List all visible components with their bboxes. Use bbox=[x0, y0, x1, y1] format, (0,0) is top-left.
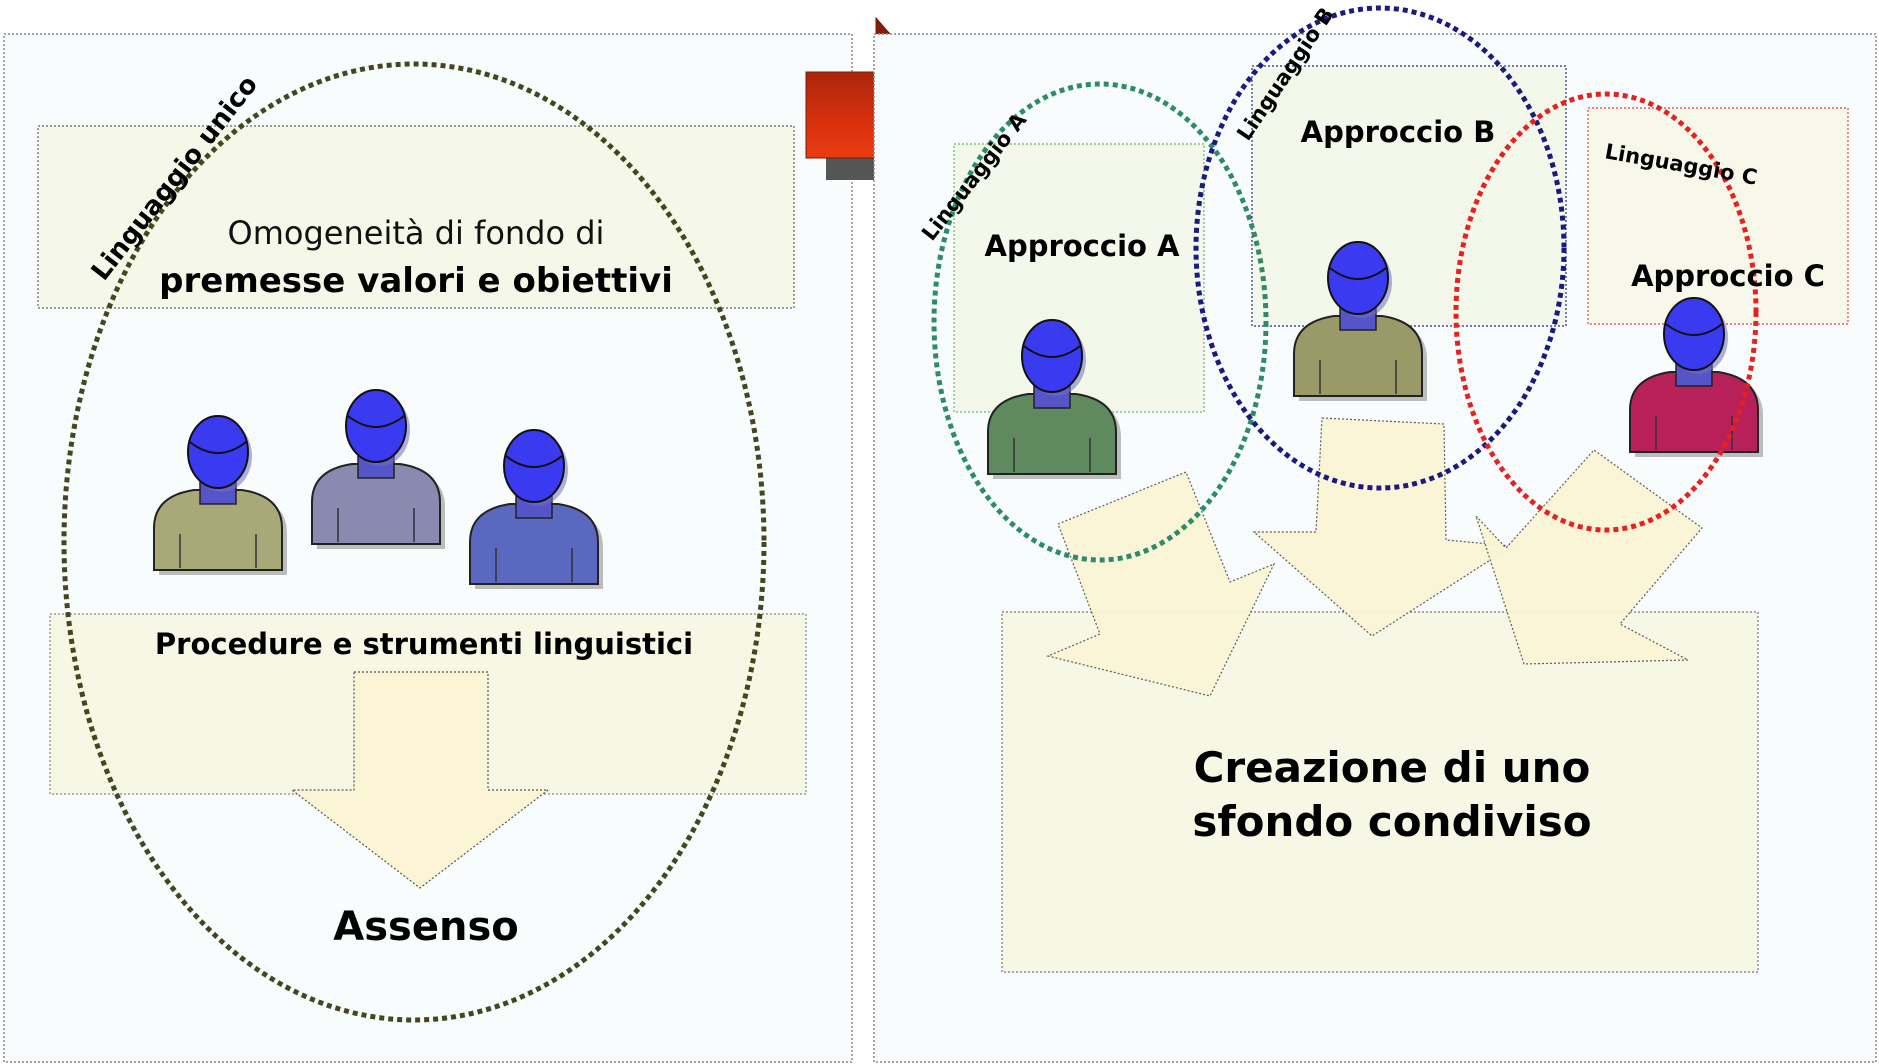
result-line1: Creazione di uno bbox=[1194, 743, 1591, 792]
approach-c-label: Approccio C bbox=[1631, 259, 1825, 293]
linguaggio-b-ring bbox=[1193, 5, 1567, 491]
convergence-arrow-b bbox=[1252, 417, 1514, 637]
procedures-label: Procedure e strumenti linguistici bbox=[155, 627, 693, 661]
right-panel: Approccio A Approccio B Approccio C Ling… bbox=[873, 3, 1877, 1063]
convergence-arrow-c bbox=[1475, 449, 1703, 665]
outcome-label: Assenso bbox=[333, 904, 518, 950]
convergence-arrow-a bbox=[1046, 471, 1276, 697]
linguaggio-c-ring bbox=[1453, 91, 1759, 533]
linguaggio-unico-ring bbox=[61, 61, 767, 1023]
approach-b-label: Approccio B bbox=[1301, 115, 1496, 149]
procedures-down-arrow bbox=[290, 671, 550, 889]
left-panel: Omogeneità di fondo di premesse valori e… bbox=[3, 33, 853, 1063]
linguaggio-a-ring bbox=[931, 81, 1269, 563]
person-icon bbox=[469, 429, 603, 589]
person-icon bbox=[987, 319, 1121, 479]
person-icon bbox=[153, 415, 287, 575]
approach-b-box bbox=[1251, 65, 1567, 327]
approach-c-box bbox=[1587, 107, 1849, 325]
result-line2: sfondo condiviso bbox=[1192, 797, 1591, 846]
person-icon bbox=[1293, 241, 1427, 401]
approach-a-label: Approccio A bbox=[985, 229, 1181, 263]
premises-line1: Omogeneità di fondo di bbox=[228, 214, 605, 252]
premises-line2: premesse valori e obiettivi bbox=[159, 261, 673, 301]
person-icon bbox=[311, 389, 445, 549]
